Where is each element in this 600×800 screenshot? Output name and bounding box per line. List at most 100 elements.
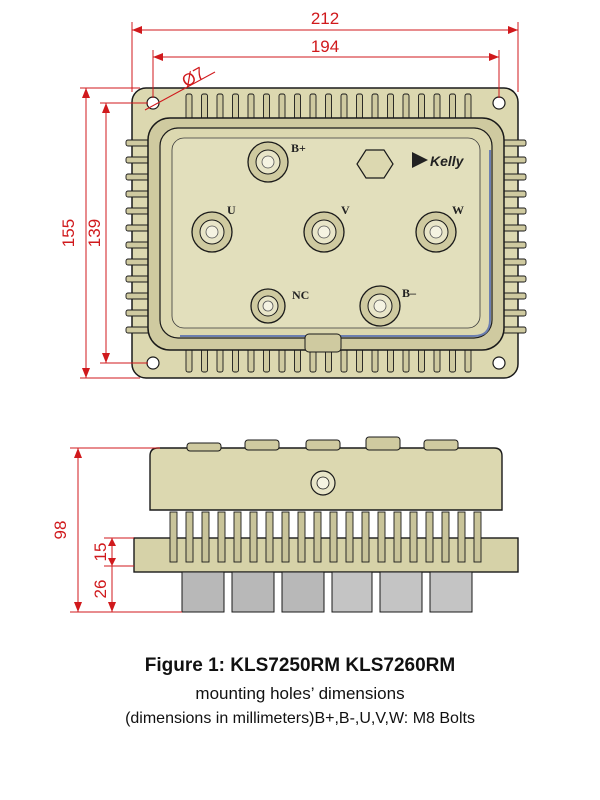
mounting-hole-bottom-right bbox=[492, 356, 506, 370]
cooling-fin bbox=[418, 93, 425, 121]
side-cooling-fin bbox=[233, 511, 242, 563]
cooling-fin bbox=[501, 173, 527, 181]
cooling-fin bbox=[501, 275, 527, 283]
label-w: W bbox=[452, 203, 464, 217]
side-cooling-fin bbox=[169, 511, 178, 563]
cooling-fin bbox=[125, 173, 151, 181]
side-cooling-fin bbox=[201, 511, 210, 563]
side-cooling-fin bbox=[217, 511, 226, 563]
cooling-fin bbox=[125, 292, 151, 300]
side-cooling-fin bbox=[345, 511, 354, 563]
logo-mark-icon bbox=[412, 152, 428, 168]
cooling-fin bbox=[125, 224, 151, 232]
cooling-fin bbox=[433, 93, 441, 121]
arrow-icon bbox=[74, 602, 82, 612]
cooling-fin bbox=[501, 241, 527, 249]
top-view-arrowheads bbox=[82, 26, 518, 378]
cooling-fin bbox=[125, 258, 151, 266]
arrow-icon bbox=[153, 53, 163, 61]
terminal-w bbox=[415, 211, 457, 253]
cooling-fin bbox=[501, 207, 527, 215]
dim-label-hole-diameter: Ø7 bbox=[179, 63, 208, 91]
arrow-icon bbox=[74, 448, 82, 458]
side-cooling-fin bbox=[329, 511, 338, 563]
cooling-fin bbox=[294, 93, 301, 121]
dim-label-194: 194 bbox=[311, 37, 339, 56]
side-cooling-fin bbox=[185, 511, 194, 563]
cooling-fin bbox=[501, 190, 527, 198]
top-view-dimension-lines bbox=[80, 22, 519, 379]
cooling-fin bbox=[216, 93, 224, 121]
cooling-fin bbox=[232, 93, 239, 121]
terminal-nc bbox=[250, 288, 286, 324]
dim-label-139: 139 bbox=[85, 219, 104, 247]
side-cooling-fin bbox=[457, 511, 466, 563]
cooling-fin bbox=[387, 93, 394, 121]
cooling-fin bbox=[278, 93, 286, 121]
dim-label-98: 98 bbox=[51, 521, 70, 540]
side-cooling-fin bbox=[313, 511, 322, 563]
figure-note: (dimensions in millimeters)B+,B-,U,V,W: … bbox=[125, 710, 475, 727]
cooling-fin bbox=[449, 93, 456, 121]
cooling-fin bbox=[125, 156, 151, 164]
terminal-v bbox=[303, 211, 345, 253]
leader-hole-diameter bbox=[144, 71, 216, 111]
arrow-icon bbox=[108, 538, 116, 546]
cooling-fin bbox=[501, 224, 527, 232]
side-cooling-fin bbox=[473, 511, 482, 563]
arrow-icon bbox=[82, 368, 90, 378]
label-v: V bbox=[341, 203, 350, 217]
side-cooling-fin bbox=[425, 511, 434, 563]
side-cooling-fin bbox=[393, 511, 402, 563]
label-b-minus: B– bbox=[402, 286, 417, 300]
cooling-fin bbox=[125, 309, 151, 317]
bottom-connector-stub bbox=[304, 333, 342, 353]
mounting-hole-bottom-left bbox=[146, 356, 160, 370]
arrow-icon bbox=[489, 53, 499, 61]
figure-subtitle: mounting holes’ dimensions bbox=[195, 684, 405, 703]
side-cooling-fin bbox=[249, 511, 258, 563]
cooling-fin bbox=[402, 93, 410, 121]
cooling-fin bbox=[501, 156, 527, 164]
cooling-fin bbox=[501, 258, 527, 266]
mounting-hole-top-right bbox=[492, 96, 506, 110]
dim-label-26: 26 bbox=[91, 580, 110, 599]
lid-edge bbox=[180, 150, 491, 337]
cooling-fin bbox=[501, 139, 527, 147]
arrow-icon bbox=[132, 26, 142, 34]
top-view: B+ U V W NC B– Kelly bbox=[125, 87, 527, 379]
dim-label-15: 15 bbox=[91, 543, 110, 562]
cooling-fin bbox=[185, 93, 193, 121]
side-cooling-fin bbox=[377, 511, 386, 563]
dimension-drawing: B+ U V W NC B– Kelly bbox=[51, 9, 527, 613]
cooling-fin bbox=[263, 93, 270, 121]
terminal-b-plus bbox=[247, 141, 289, 183]
side-connectors bbox=[181, 571, 473, 613]
side-cooling-fin bbox=[409, 511, 418, 563]
cooling-fin bbox=[201, 93, 208, 121]
cooling-fin bbox=[247, 93, 255, 121]
cooling-fin bbox=[325, 93, 332, 121]
cooling-fin bbox=[501, 292, 527, 300]
cooling-fin bbox=[501, 309, 527, 317]
cooling-fin bbox=[464, 93, 472, 121]
cooling-fins bbox=[125, 93, 527, 373]
cooling-fin bbox=[356, 93, 363, 121]
side-terminal-caps bbox=[186, 436, 459, 452]
label-b-plus: B+ bbox=[291, 141, 306, 155]
cooling-fin bbox=[501, 326, 527, 334]
side-cooling-fins bbox=[169, 511, 482, 563]
arrow-icon bbox=[102, 353, 110, 363]
cooling-fin bbox=[125, 241, 151, 249]
cooling-fin bbox=[125, 190, 151, 198]
logo-text: Kelly bbox=[430, 153, 465, 169]
side-cooling-fin bbox=[297, 511, 306, 563]
arrow-icon bbox=[102, 103, 110, 113]
cooling-fin bbox=[125, 326, 151, 334]
cooling-fin bbox=[340, 93, 348, 121]
hex-bolt bbox=[356, 149, 394, 179]
arrow-icon bbox=[82, 88, 90, 98]
side-cooling-fin bbox=[265, 511, 274, 563]
label-u: U bbox=[227, 203, 236, 217]
terminal-b-minus bbox=[359, 285, 401, 327]
